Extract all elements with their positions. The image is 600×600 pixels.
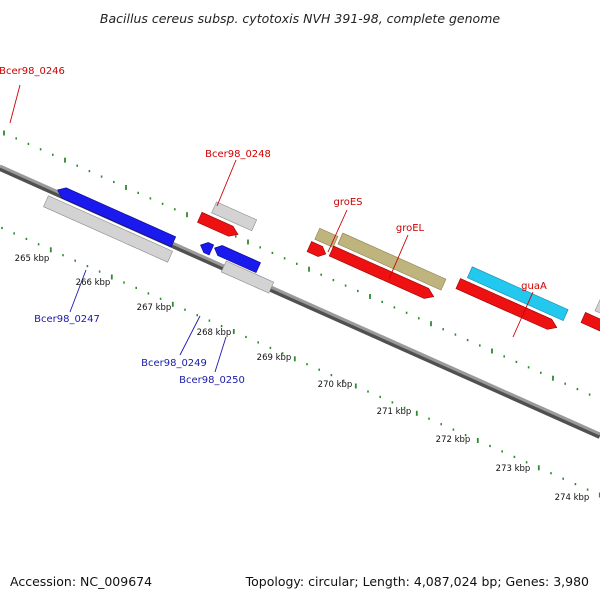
genome-info-text: Topology: circular; Length: 4,087,024 bp…	[245, 574, 589, 589]
cds-arrow-reverse[interactable]	[198, 240, 215, 256]
gene-label-bcer98-0248: Bcer98_0248	[205, 149, 271, 160]
guaA-block[interactable]	[466, 266, 569, 321]
groEL-block[interactable]	[337, 232, 447, 291]
tick-label: 268 kbp	[197, 328, 232, 338]
leader-line	[179, 315, 201, 356]
cds-arrow-forward[interactable]	[328, 245, 436, 302]
tick-label: 269 kbp	[257, 353, 292, 363]
tick-label: 272 kbp	[436, 435, 471, 445]
gene-block-gray[interactable]	[43, 195, 173, 263]
tick-label: 270 kbp	[318, 380, 353, 390]
gene-block-gray[interactable]	[220, 260, 275, 294]
gene-block-gray[interactable]	[211, 201, 258, 232]
cds-arrow-forward[interactable]	[580, 312, 600, 350]
leader-line	[69, 269, 87, 313]
cds-arrow-forward[interactable]	[455, 278, 559, 333]
accession-text: Accession: NC_009674	[10, 574, 152, 589]
inner-tick-ring	[1, 226, 600, 498]
gene-label-bcer98-0246: Bcer98_0246	[0, 66, 65, 77]
leader-line	[216, 159, 237, 207]
cds-arrow-forward[interactable]	[306, 241, 328, 259]
leader-line	[327, 209, 348, 253]
gene-label-guaA: guaA	[521, 281, 547, 292]
leader-line	[214, 336, 227, 373]
tick-label: 274 kbp	[555, 493, 590, 503]
map-title: Bacillus cereus subsp. cytotoxis NVH 391…	[100, 11, 500, 26]
gene-label-bcer98-0247: Bcer98_0247	[34, 314, 100, 325]
tick-label: 273 kbp	[496, 464, 531, 474]
gene-label-bcer98-0249: Bcer98_0249	[141, 358, 207, 369]
gene-block-gray-right[interactable]	[594, 299, 600, 336]
tick-label: 265 kbp	[15, 254, 50, 264]
tick-label: 267 kbp	[137, 303, 172, 313]
cds-arrow-forward[interactable]	[197, 211, 240, 239]
leader-line	[9, 84, 21, 124]
outer-tick-ring	[3, 130, 591, 396]
tick-label: 266 kbp	[76, 278, 111, 288]
leader-line	[388, 234, 409, 280]
cds-arrow-reverse[interactable]	[55, 185, 177, 248]
gene-label-bcer98-0250: Bcer98_0250	[179, 375, 245, 386]
leader-line	[512, 291, 534, 338]
tick-label: 271 kbp	[377, 407, 412, 417]
gene-label-groES: groES	[333, 197, 362, 208]
gene-label-groEL: groEL	[396, 223, 425, 234]
cds-arrow-reverse[interactable]	[212, 243, 261, 274]
